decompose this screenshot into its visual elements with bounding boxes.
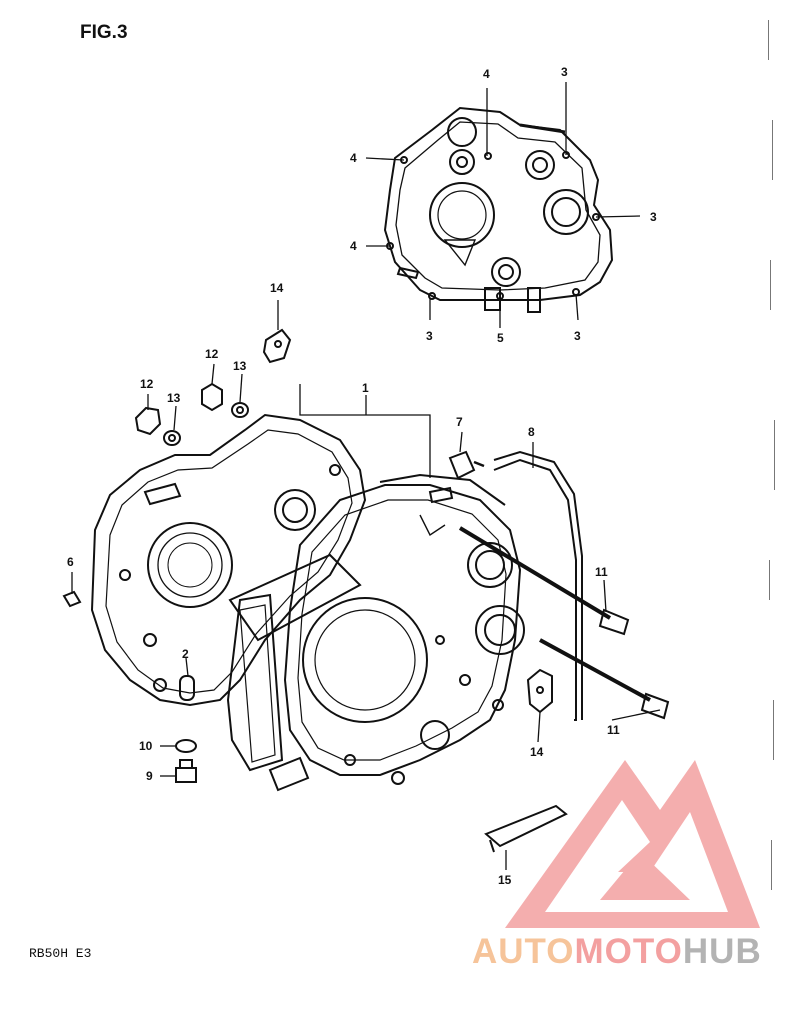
label-2: 2 bbox=[182, 647, 189, 661]
label-3: 3 bbox=[650, 210, 657, 224]
label-12: 12 bbox=[205, 347, 219, 361]
model-code: RB50H E3 bbox=[29, 946, 92, 961]
leader-lines bbox=[71, 82, 661, 870]
label-3: 3 bbox=[426, 329, 433, 343]
part-labels: 1 2 3 3 3 3 4 4 4 4 5 6 7 8 9 10 11 11 1… bbox=[67, 65, 657, 887]
label-13: 13 bbox=[233, 359, 247, 373]
label-9: 9 bbox=[146, 769, 153, 783]
label-11: 11 bbox=[595, 565, 608, 579]
watermark-text: AUTOMOTOHUB bbox=[472, 932, 762, 972]
small-parts bbox=[62, 328, 670, 853]
label-3: 3 bbox=[574, 329, 581, 343]
label-7: 7 bbox=[456, 415, 463, 429]
label-3: 3 bbox=[561, 65, 568, 79]
label-5: 5 bbox=[497, 331, 504, 345]
right-crankcase-half bbox=[383, 106, 614, 313]
label-14: 14 bbox=[270, 281, 284, 295]
scan-edge bbox=[768, 20, 775, 890]
watermark-logo bbox=[505, 760, 760, 928]
label-13: 13 bbox=[167, 391, 181, 405]
label-4: 4 bbox=[350, 239, 357, 253]
crankcase-assembly bbox=[90, 413, 525, 792]
watermark-hub: HUB bbox=[682, 932, 762, 971]
label-6: 6 bbox=[67, 555, 74, 569]
label-10: 10 bbox=[139, 739, 153, 753]
figure-title: FIG.3 bbox=[80, 22, 128, 43]
label-1: 1 bbox=[362, 381, 369, 395]
label-11: 11 bbox=[607, 723, 620, 737]
watermark-moto: MOTO bbox=[574, 932, 683, 971]
label-4: 4 bbox=[350, 151, 357, 165]
label-4: 4 bbox=[483, 67, 490, 81]
label-8: 8 bbox=[528, 425, 535, 439]
label-12: 12 bbox=[140, 377, 154, 391]
watermark-auto: AUTO bbox=[472, 932, 575, 971]
label-15: 15 bbox=[498, 873, 512, 887]
label-14: 14 bbox=[530, 745, 544, 759]
